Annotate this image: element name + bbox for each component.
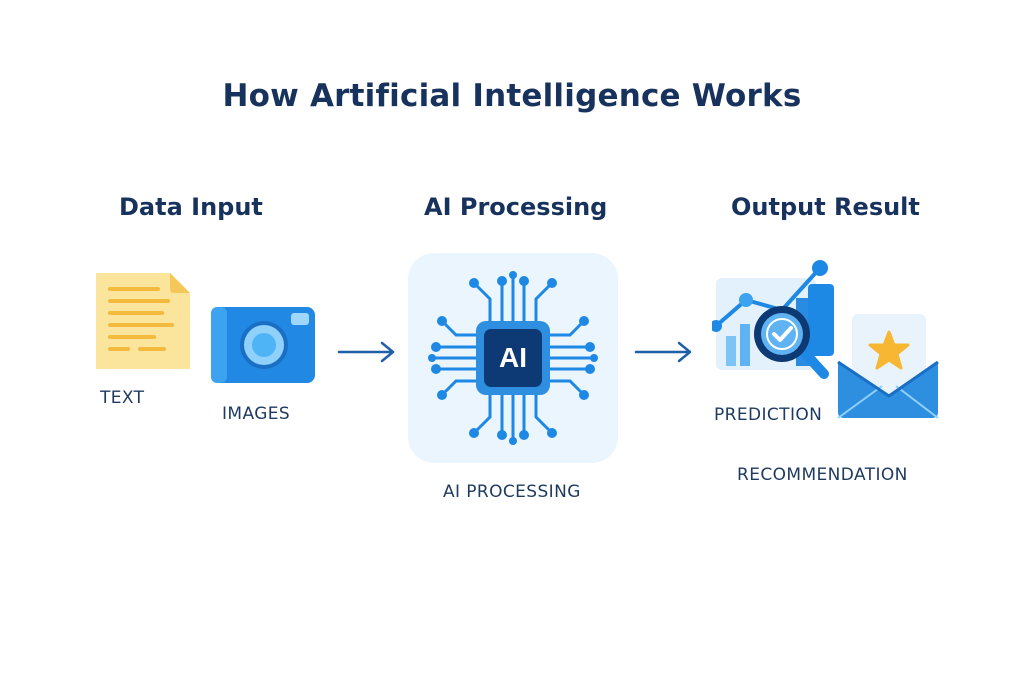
label-prediction: PREDICTION [714,405,823,425]
envelope-star-icon [836,312,940,420]
ai-chip-icon [408,253,618,463]
label-recommendation: RECOMMENDATION [737,465,908,485]
label-text: TEXT [100,388,145,408]
heading-ai-processing: AI Processing [424,193,608,221]
label-images: IMAGES [222,404,291,424]
document-icon [94,271,192,371]
heading-data-input: Data Input [119,193,263,221]
diagram-title: How Artificial Intelligence Works [222,78,802,114]
chart-magnifier-icon [712,258,842,384]
label-ai-processing: AI PROCESSING [443,482,581,502]
camera-icon [211,305,317,385]
arrow-right-icon [634,340,694,364]
heading-output-result: Output Result [731,193,920,221]
ai-chip-label: AI [499,342,527,373]
ai-processing-panel: AI [408,253,618,463]
arrow-right-icon [337,340,397,364]
